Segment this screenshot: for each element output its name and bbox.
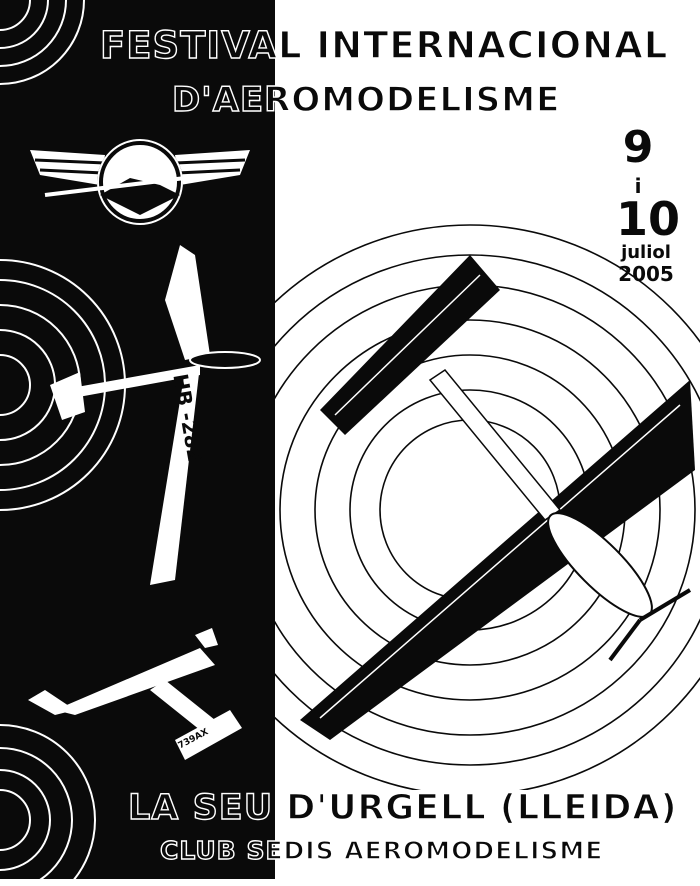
location-text: LA SEU D'URGELL (LLEIDA) <box>127 787 678 828</box>
organizer-text: CLUB SEDIS AEROMODELISME <box>159 835 604 865</box>
date-year: 2005 <box>618 262 674 286</box>
title-line-1: FESTIVAL INTERNACIONAL <box>0 23 700 74</box>
location: LA SEU D'URGELL (LLEIDA) <box>0 787 700 838</box>
large-plane-illustration <box>300 255 695 740</box>
title-line-1-text: FESTIVAL INTERNACIONAL <box>99 23 669 67</box>
title-line-2-text: D'AEROMODELISME <box>171 79 561 120</box>
organizer: CLUB SEDIS AEROMODELISME <box>0 835 700 886</box>
glider-illustration <box>50 245 261 585</box>
date-month: juliol <box>621 242 671 263</box>
club-logo <box>30 139 250 225</box>
left-concentric-circles <box>0 0 126 879</box>
date-day-1: 9 <box>622 122 654 173</box>
title-line-2: D'AEROMODELISME <box>0 79 700 130</box>
date-day-2: 10 <box>615 192 680 246</box>
small-plane-illustration <box>28 628 242 760</box>
date-conjunction: i <box>634 174 642 198</box>
